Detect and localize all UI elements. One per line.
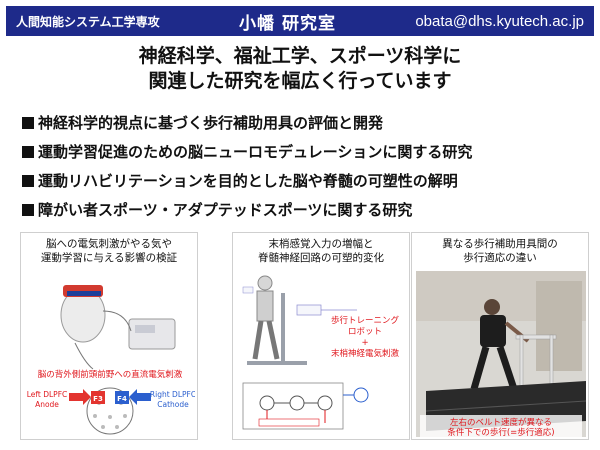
anode-arrow-icon — [69, 389, 91, 405]
device-cable — [102, 310, 132, 332]
brain-stimulation-illustration: 脳の背外側前頭前野への直流電気刺激 F3 F4 Left DLPFC Anode… — [27, 285, 195, 435]
robot-frame — [281, 293, 285, 363]
anode-label: Anode — [35, 400, 59, 409]
research-topic-text: 神経科学的視点に基づく歩行補助用具の評価と開発 — [38, 114, 384, 132]
panel-title: 末梢感覚入力の増幅と 脊髄神経回路の可塑的変化 — [233, 237, 409, 265]
f3-label: F3 — [93, 395, 103, 403]
research-topic-item: 運動リハビリテーションを目的とした脳や脊髄の可塑性の解明 — [22, 166, 588, 195]
stim-label-box — [258, 418, 320, 427]
robot-training-illustration: 歩行トレーニング ロボット + 末梢神経電気刺激 — [242, 275, 400, 430]
robot-text-1: 歩行トレーニング — [331, 315, 400, 326]
person-leg-right — [496, 345, 518, 391]
output-node — [353, 387, 369, 403]
panel-gait-adaptation: 異なる歩行補助用具間の 歩行適応の違い 左右のベルト速度が異なる 条件下での歩行… — [411, 232, 589, 440]
headline-line-2: 関連した研究を幅広く行っています — [148, 70, 452, 92]
f4-label: F4 — [117, 395, 127, 403]
bullet-square-icon — [22, 116, 34, 129]
panel-title-line-2: 歩行適応の違い — [463, 252, 537, 264]
neuron-node — [259, 395, 275, 411]
device-display — [135, 325, 155, 333]
panel-spinal-plasticity: 末梢感覚入力の増幅と 脊髄神経回路の可塑的変化 歩行トレーニング ロボット + … — [232, 232, 410, 440]
research-topic-text: 運動学習促進のための脳ニューロモデュレーションに関する研究 — [38, 143, 473, 161]
panel-title: 異なる歩行補助用具間の 歩行適応の違い — [412, 237, 588, 265]
person-head — [257, 275, 273, 291]
research-topic-text: 障がい者スポーツ・アダプテッドスポーツに関する研究 — [38, 201, 413, 219]
plus-sign: + — [361, 338, 368, 348]
panel-title-line-1: 異なる歩行補助用具間の — [442, 238, 558, 250]
header-bar: 人間知能システム工学専攻 小幡 研究室 obata@dhs.kyutech.ac… — [6, 6, 594, 36]
robot-base — [247, 361, 307, 365]
person-leg-left — [252, 320, 264, 360]
headline: 神経科学、福祉工学、スポーツ科学に 関連した研究を幅広く行っています — [0, 44, 600, 94]
headline-line-1: 神経科学、福祉工学、スポーツ科学に — [138, 45, 462, 67]
panel-title-line-1: 末梢感覚入力の増幅と — [268, 238, 374, 250]
panel-caption-line-1: 左右のベルト速度が異なる — [450, 417, 552, 428]
lab-name: 小幡 研究室 — [239, 13, 336, 34]
person-leg-right — [266, 320, 280, 360]
stimulator-device — [128, 318, 176, 350]
cable — [74, 342, 94, 370]
research-topic-item: 神経科学的視点に基づく歩行補助用具の評価と開発 — [22, 108, 588, 137]
cathode-arrow-icon — [129, 389, 151, 405]
research-topic-text: 運動リハビリテーションを目的とした脳や脊髄の可塑性の解明 — [38, 172, 458, 190]
f4-electrode — [115, 391, 129, 404]
treadmill-photo: 左右のベルト速度が異なる 条件下での歩行(=歩行適応) — [416, 271, 586, 437]
person-head — [484, 299, 500, 315]
panel-title-line-2: 脊髄神経回路の可塑的変化 — [258, 252, 384, 264]
bullet-square-icon — [22, 174, 34, 187]
left-dlpfc-label: Left DLPFC — [27, 390, 68, 399]
panel-brain-stimulation: 脳への電気刺激がやる気や 運動学習に与える影響の検証 脳の背外側前頭前野への直流… — [20, 232, 198, 440]
person-torso — [480, 315, 506, 347]
panel-title-line-2: 運動学習に与える影響の検証 — [40, 252, 178, 264]
person-leg-left — [470, 346, 490, 390]
email-address: obata@dhs.kyutech.ac.jp — [415, 12, 584, 30]
walker-frame — [515, 334, 557, 340]
robot-text-2: ロボット — [348, 327, 382, 337]
panel-title: 脳への電気刺激がやる気や 運動学習に与える影響の検証 — [21, 237, 197, 265]
neuron-node — [317, 395, 333, 411]
neuron-node — [289, 395, 305, 411]
research-topic-item: 運動学習促進のための脳ニューロモデュレーションに関する研究 — [22, 137, 588, 166]
f3-electrode — [91, 391, 105, 404]
research-topic-item: 障がい者スポーツ・アダプテッドスポーツに関する研究 — [22, 195, 588, 224]
cathode-label: Cathode — [157, 400, 189, 409]
panel-caption-line-2: 条件下での歩行(=歩行適応) — [447, 427, 554, 437]
department-name: 人間知能システム工学専攻 — [16, 14, 160, 29]
bullet-square-icon — [22, 145, 34, 158]
stim-text: 末梢神経電気刺激 — [331, 348, 400, 359]
electrode-band — [67, 291, 101, 296]
bullet-square-icon — [22, 203, 34, 216]
diagram-label-box — [296, 304, 322, 316]
person-torso — [256, 290, 274, 322]
research-topics-list: 神経科学的視点に基づく歩行補助用具の評価と開発 運動学習促進のための脳ニューロモ… — [22, 108, 588, 224]
panel-title-line-1: 脳への電気刺激がやる気や — [46, 238, 172, 250]
right-dlpfc-label: Right DLPFC — [150, 390, 195, 399]
panel-caption: 脳の背外側前頭前野への直流電気刺激 — [38, 369, 183, 380]
